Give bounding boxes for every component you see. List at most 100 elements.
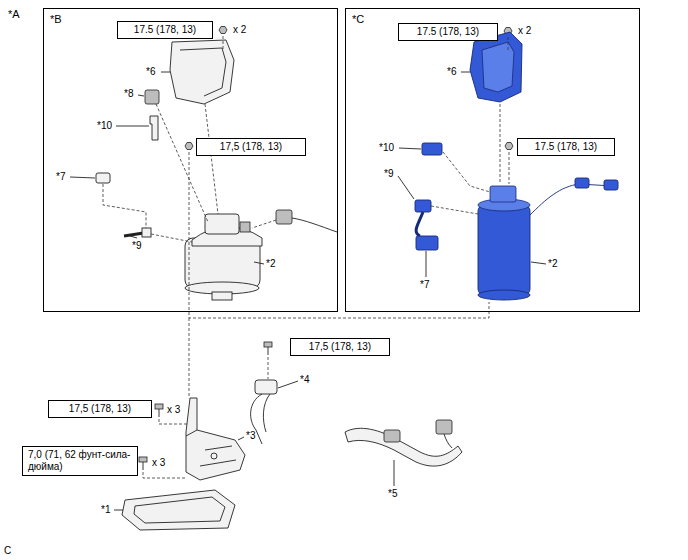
callout-number: *10 (379, 142, 394, 154)
cover-detail (180, 48, 226, 96)
cover-detail (482, 42, 514, 92)
view-heading: *C (346, 10, 370, 29)
bracket-hole (211, 453, 217, 459)
leader-line (161, 72, 170, 73)
assembly-line (159, 419, 190, 424)
sensor-wire (263, 394, 270, 432)
torque-box: 17,5 (178, 13) (290, 338, 390, 356)
plate-part (122, 490, 235, 530)
assembly-line (143, 472, 186, 478)
torque-value: 17,5 (178, 13) (297, 341, 383, 353)
plate-detail (134, 497, 225, 523)
filter-bottom (478, 290, 530, 300)
leader-line (426, 251, 427, 277)
torque-value: 17,5 (178, 13) (55, 403, 145, 415)
leader-line (130, 236, 137, 238)
group-bottom-parts (114, 342, 462, 530)
harness-connector (384, 430, 400, 442)
clamp-part (96, 173, 110, 183)
cover-part (470, 32, 522, 102)
clamp-part (416, 236, 438, 250)
assembly-line (431, 206, 478, 214)
quantity-label: x 2 (233, 24, 246, 36)
assembly-line (189, 152, 489, 318)
assembly-line (500, 104, 501, 184)
torque-box: 17,5 (178, 13) (48, 400, 152, 418)
torque-box: 17,5 (178, 13) (196, 138, 306, 156)
bolt-icon (264, 342, 272, 347)
assembly-line (205, 104, 218, 214)
filter-drain (212, 292, 232, 300)
group-b-parts (70, 27, 489, 399)
bolt-shank (268, 347, 269, 355)
leader-line (531, 262, 546, 264)
view-region: *B 17.5 (178, 13) 17,5 (178, 13) (43, 8, 338, 312)
assembly-line (252, 220, 276, 228)
hose-end (142, 228, 151, 237)
callout-number: *8 (124, 88, 133, 100)
assembly-line (103, 184, 146, 228)
torque-value: 17.5 (178, 13) (124, 24, 206, 36)
assembly-line (443, 152, 490, 192)
callout-number: *7 (420, 279, 429, 291)
leader-line (394, 460, 395, 486)
wire-connector (276, 210, 292, 224)
wire (530, 184, 612, 215)
leader-line (278, 381, 298, 388)
assembly-line (151, 234, 192, 242)
leader-line (399, 148, 421, 149)
quantity-label: x 3 (152, 457, 165, 469)
callout-number: *2 (548, 258, 557, 270)
nut-icon (185, 143, 193, 150)
torque-box: 17.5 (178, 13) (398, 23, 498, 41)
hose-part (416, 212, 423, 236)
torque-value: 7,0 (71, 62 фунт-сила-дюйма) (28, 449, 132, 473)
wire (292, 218, 337, 232)
callout-number: *7 (56, 171, 65, 183)
harness-connector (436, 420, 452, 434)
connector-part (145, 90, 159, 104)
assembly-line (156, 104, 208, 222)
bracket-part (186, 398, 245, 480)
assembly-line (189, 318, 190, 398)
assembly-line (223, 36, 224, 50)
torque-value: 17,5 (178, 13) (203, 141, 299, 153)
assembly-line (508, 37, 509, 50)
callout-number: *2 (266, 258, 275, 270)
view-heading: *B (44, 10, 68, 29)
filter-head-block (490, 186, 516, 202)
assembly-line (268, 357, 269, 379)
harness-part (345, 428, 462, 466)
torque-value: 17.5 (178, 13) (524, 141, 608, 153)
nut-icon (219, 27, 227, 34)
connector-part (422, 143, 442, 155)
sensor-part (255, 380, 277, 394)
torque-box: 17.5 (178, 13) (117, 21, 213, 39)
leader-line (461, 72, 470, 73)
quantity-label: x 3 (167, 404, 180, 416)
wire-connector (575, 178, 589, 188)
bolt-icon (139, 457, 147, 462)
bolt-shank (143, 462, 144, 470)
cover-part (170, 40, 234, 104)
clip-part (150, 116, 158, 140)
leader-line (398, 176, 414, 199)
callout-number: *6 (146, 66, 155, 78)
view-region: *C 17.5 (178, 13) 17.5 (178, 13) (345, 8, 640, 312)
bracket-detail (186, 430, 236, 466)
callout-number: *6 (447, 66, 456, 78)
group-c-parts (398, 28, 618, 301)
callout-number: *5 (388, 488, 397, 500)
filter-port (240, 222, 250, 232)
torque-value: 17.5 (178, 13) (405, 26, 491, 38)
callout-number: *1 (101, 504, 110, 516)
bolt-icon (155, 404, 163, 409)
bolt-shank (159, 409, 160, 417)
leader-line (254, 262, 264, 264)
callout-number: *9 (384, 168, 393, 180)
callout-number: *3 (246, 430, 255, 442)
leader-line (70, 177, 95, 178)
nut-icon (505, 143, 513, 150)
